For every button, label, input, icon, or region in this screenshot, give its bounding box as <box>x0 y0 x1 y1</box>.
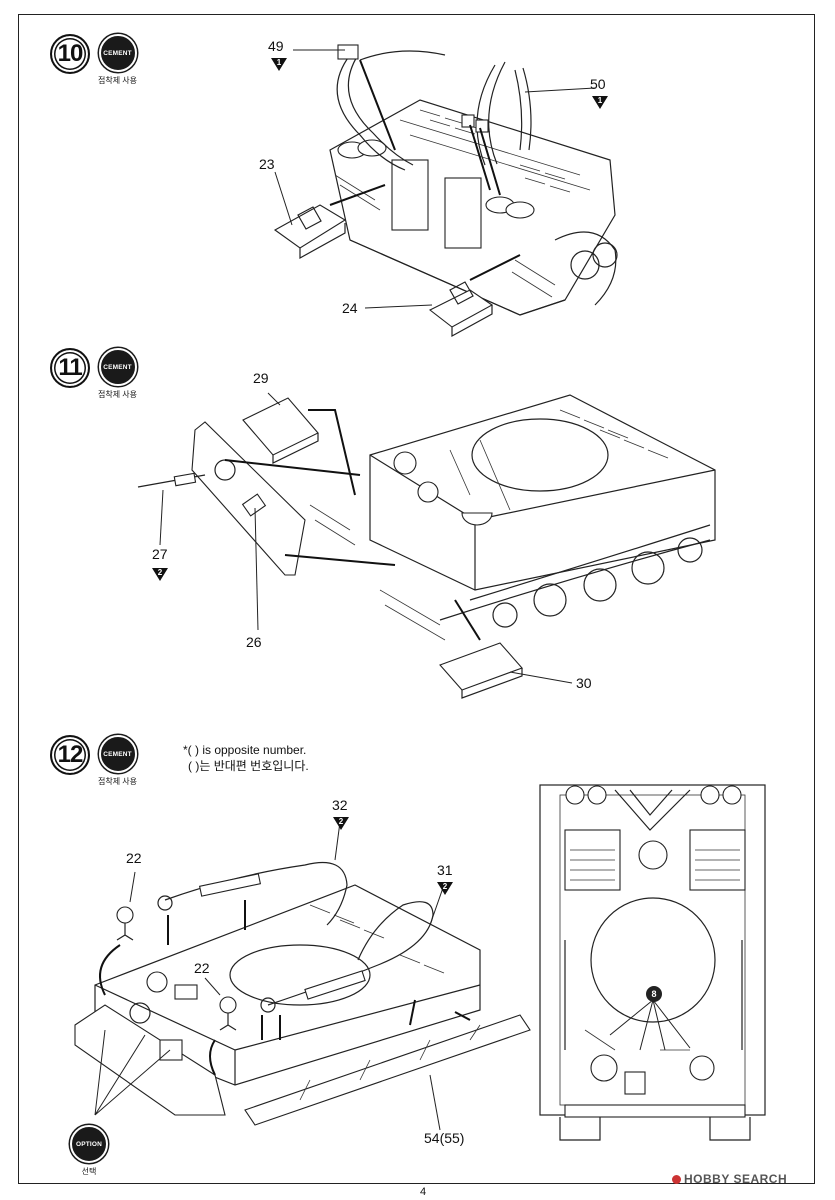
part-label-22-a: 22 <box>126 850 142 866</box>
cement-badge-sub: 접착제 사용 <box>98 390 138 399</box>
part-label-27: 27 <box>152 546 168 562</box>
part-label-24: 24 <box>342 300 358 316</box>
step-number: 12 <box>50 735 90 775</box>
cement-badge-sub: 접착제 사용 <box>98 777 138 786</box>
part-label-54-55: 54(55) <box>424 1130 465 1146</box>
part-label-49: 49 <box>268 38 284 54</box>
sprue-ref-triangle: 2 <box>152 568 168 581</box>
note-en: *( ) is opposite number. <box>183 743 307 757</box>
option-badge-sub: 선택 <box>81 1167 97 1176</box>
step-number: 11 <box>50 348 90 388</box>
sprue-ref-text: 1 <box>597 96 603 105</box>
step-10-header: 10 CEMENT 접착제 사용 <box>50 34 137 86</box>
sprue-ref-text: 1 <box>276 58 282 67</box>
sprue-ref-text: 2 <box>442 882 448 891</box>
step11-hull-drawing <box>137 392 716 699</box>
cement-badge-sub: 접착제 사용 <box>98 76 138 85</box>
step-number: 10 <box>50 34 90 74</box>
sprue-ref-triangle: 2 <box>437 882 453 895</box>
cement-badge: CEMENT 접착제 사용 <box>98 34 137 86</box>
note-ko: ( )는 반대편 번호입니다. <box>188 759 309 773</box>
part-label-50: 50 <box>590 76 606 92</box>
cement-icon: CEMENT <box>98 348 137 386</box>
step-12-header: 12 CEMENT 접착제 사용 <box>50 735 137 787</box>
step12-hull-drawing <box>74 821 531 1131</box>
watermark: HOBBY SEARCH <box>672 1172 787 1186</box>
cement-icon: CEMENT <box>98 34 137 72</box>
part-label-26: 26 <box>246 634 262 650</box>
step10-hull-drawing <box>273 44 618 338</box>
page-number: 4 <box>420 1186 427 1198</box>
sprue-ref-triangle: 2 <box>333 817 349 830</box>
sprue-ref-text: 2 <box>157 568 163 577</box>
part-label-23: 23 <box>259 156 275 172</box>
part-label-31: 31 <box>437 862 453 878</box>
cement-icon: CEMENT <box>98 735 137 773</box>
sprue-ref-text: 2 <box>338 817 344 826</box>
sprue-ref-triangle: 1 <box>592 96 608 109</box>
sprue-ref-triangle: 1 <box>271 58 287 71</box>
opposite-number-note: *( ) is opposite number. ( )는 반대편 번호입니다. <box>183 742 309 774</box>
ref-8-marker: 8 <box>646 986 662 1002</box>
cement-badge: CEMENT 접착제 사용 <box>98 348 137 400</box>
part-label-29: 29 <box>253 370 269 386</box>
cement-badge: CEMENT 접착제 사용 <box>98 735 137 787</box>
part-label-32: 32 <box>332 797 348 813</box>
option-badge: OPTION 선택 <box>70 1125 108 1177</box>
option-icon: OPTION <box>70 1125 108 1163</box>
watermark-logo-icon <box>672 1175 681 1185</box>
part-label-30: 30 <box>576 675 592 691</box>
part-label-22-b: 22 <box>194 960 210 976</box>
watermark-text: HOBBY SEARCH <box>684 1172 788 1186</box>
page-frame <box>18 14 815 1184</box>
step-11-header: 11 CEMENT 접착제 사용 <box>50 348 137 400</box>
step12-top-view <box>539 784 766 1141</box>
